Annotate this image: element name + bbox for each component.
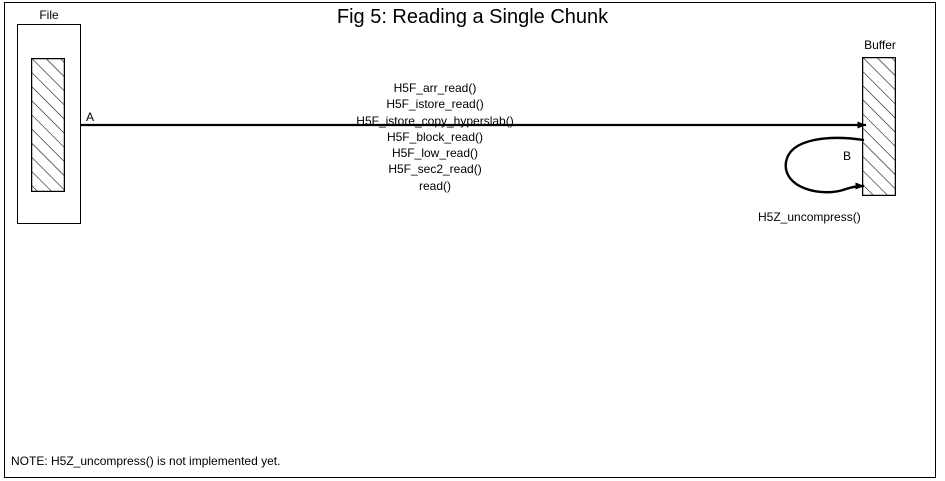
call-line: H5F_sec2_read() <box>388 162 482 177</box>
figure-title: Fig 5: Reading a Single Chunk <box>336 6 609 28</box>
call-line: H5F_istore_read() <box>386 97 484 112</box>
call-line: H5F_istore_copy_hyperslab() <box>356 113 514 128</box>
diagram-border <box>4 2 936 478</box>
call-line: read() <box>418 178 451 193</box>
figure-note: NOTE: H5Z_uncompress() is not implemente… <box>11 454 281 468</box>
uncompress-label: H5Z_uncompress() <box>758 210 861 224</box>
marker-label-b: B <box>843 149 852 163</box>
marker-label-a: A <box>86 110 95 124</box>
call-stack-labels: H5F_arr_read() H5F_istore_read() H5F_ist… <box>285 80 585 194</box>
call-line: H5F_low_read() <box>391 146 479 161</box>
file-box-label: File <box>39 8 59 22</box>
buffer-box-label: Buffer <box>864 38 896 52</box>
call-line: H5F_block_read() <box>386 129 484 144</box>
file-chunk-hatched-icon <box>31 58 65 192</box>
buffer-hatched-icon <box>862 57 896 196</box>
call-line: H5F_arr_read() <box>393 81 477 95</box>
